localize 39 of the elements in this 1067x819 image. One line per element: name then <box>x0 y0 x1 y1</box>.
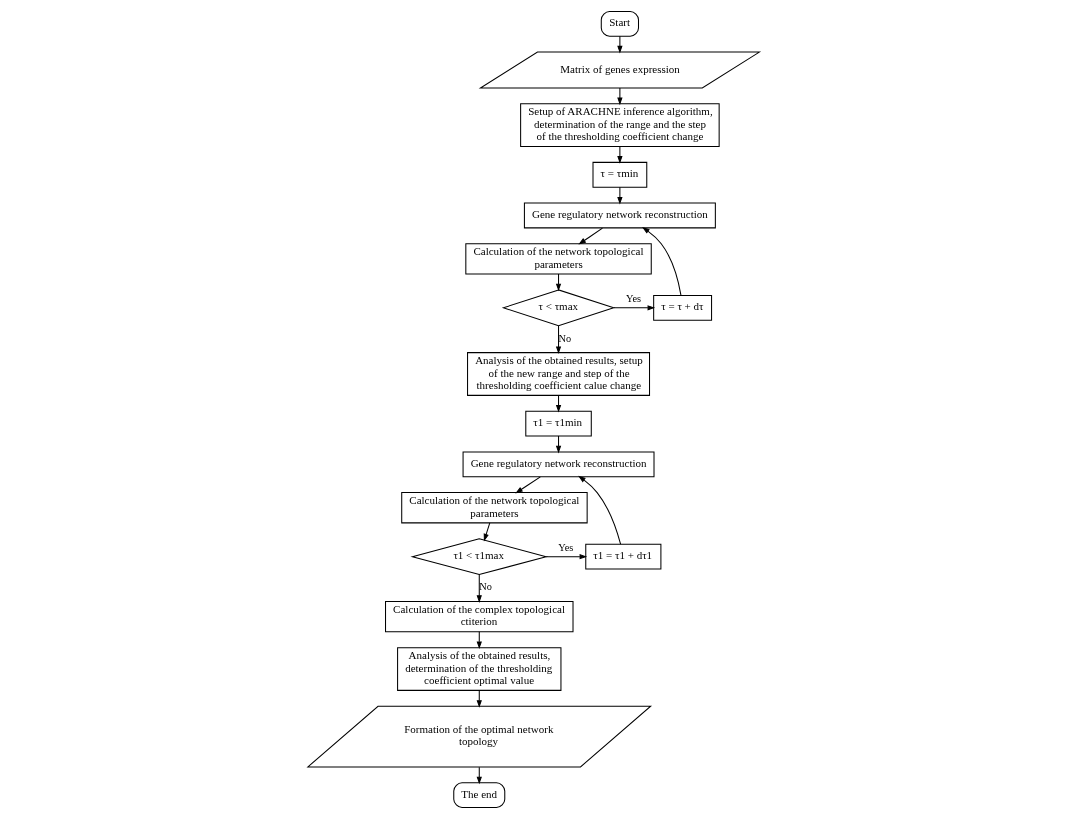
node-box: Analysis of the obtained results, setup of the new range and step of the thresholding coefficient calue change <box>467 352 651 396</box>
arrow <box>578 475 622 545</box>
node-box: Calculation of the complex topological ctiterion <box>385 600 574 633</box>
node-box: Calculation of the network topological parameters <box>465 243 652 275</box>
arrow <box>617 146 623 164</box>
arrow <box>617 35 623 54</box>
node-diamond: τ < τmax <box>501 289 616 327</box>
arrow <box>578 227 603 245</box>
node-box: τ1 = τ1 + dτ1 <box>585 543 662 570</box>
arrow <box>515 476 541 494</box>
node-box: Start <box>600 10 639 37</box>
arrow <box>545 554 588 560</box>
node-diamond: τ1 < τ1max <box>410 538 549 576</box>
arrow <box>617 186 623 205</box>
node-box: τ1 = τ1min <box>525 410 592 437</box>
arrow <box>476 631 482 650</box>
edge-label: Yes <box>626 293 642 305</box>
arrow <box>642 227 682 296</box>
node-box: τ = τ + dτ <box>653 294 713 321</box>
arrow <box>476 689 482 708</box>
node-box: The end <box>453 782 506 809</box>
edge-label: No <box>558 332 572 344</box>
arrow <box>483 522 491 542</box>
arrow <box>476 766 482 785</box>
node-box: Analysis of the obtained results, determination of the thresholding coefficient optimal value <box>397 647 562 691</box>
arrow <box>476 574 482 603</box>
arrow <box>617 87 623 106</box>
edge-label: Yes <box>558 542 574 554</box>
arrow <box>613 305 656 311</box>
edge-label: No <box>479 581 492 593</box>
node-box: τ = τmin <box>592 161 648 188</box>
node-box: Gene regulatory network reconstruction <box>523 202 716 229</box>
arrow <box>555 394 562 413</box>
node-box: Gene regulatory network reconstruction <box>462 451 655 478</box>
arrow <box>555 325 562 354</box>
node-box: Calculation of the network topological parameters <box>401 492 588 524</box>
arrow <box>555 273 562 292</box>
node-box: Setup of ARACHNE inference algorithm, determination of the range and the step of the thresholding coefficient change <box>520 103 720 148</box>
arrow <box>555 435 562 454</box>
